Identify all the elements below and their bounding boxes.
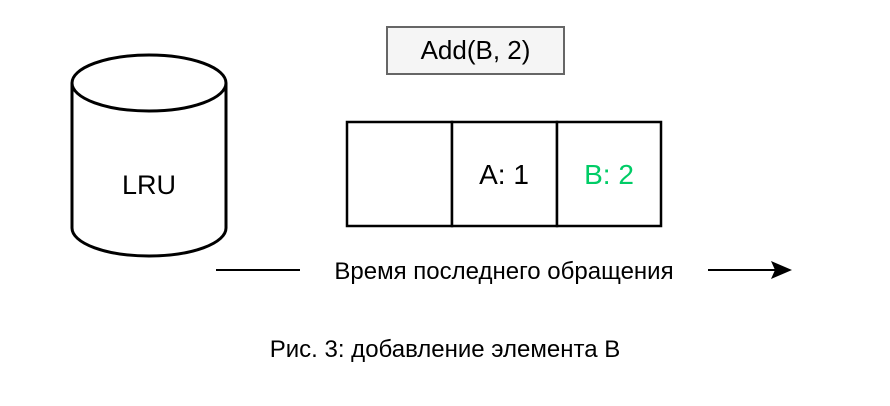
lru-storage-cylinder: LRU — [70, 53, 228, 258]
cache-slots: A: 1 B: 2 — [345, 120, 663, 228]
cache-slot-text-a: A: 1 — [479, 159, 529, 190]
cache-slot-text-b: B: 2 — [584, 159, 634, 190]
cache-slot-b — [555, 120, 663, 228]
axis-label: Время последнего обращения — [334, 258, 673, 285]
cache-slot-empty — [345, 120, 454, 228]
operation-label: Add(B, 2) — [420, 35, 531, 65]
operation-box: Add(B, 2) — [386, 26, 565, 75]
cylinder-body — [70, 83, 228, 258]
storage-label: LRU — [122, 170, 176, 200]
axis-arrowhead — [771, 261, 792, 279]
figure-caption: Рис. 3: добавление элемента B — [269, 336, 621, 363]
time-axis: Время последнего обращения — [216, 258, 792, 285]
cylinder-top — [70, 53, 228, 113]
